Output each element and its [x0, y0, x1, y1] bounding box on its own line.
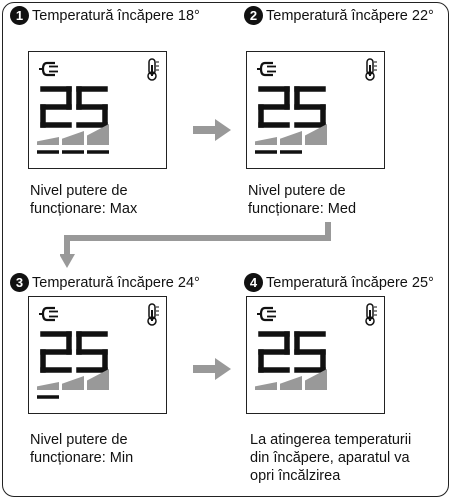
- step-1-number: 1: [10, 6, 29, 25]
- step-4-number: 4: [244, 273, 263, 292]
- power-level-bars: [255, 124, 327, 154]
- step-4-title: 4 Temperatură încăpere 25°: [244, 273, 434, 292]
- lcd-display: [37, 58, 159, 154]
- diagram-frame: [2, 2, 449, 497]
- thermometer-icon: [147, 58, 159, 81]
- power-level-bars: [255, 369, 327, 390]
- step-2-title: 2 Temperatură încăpere 22°: [244, 6, 434, 25]
- lcd-display: [255, 303, 377, 390]
- display-panel-3: [28, 296, 167, 414]
- temperature-digits: [40, 86, 108, 128]
- step-4-caption: La atingerea temperaturii din încăpere, …: [250, 432, 412, 484]
- display-panel-1: [28, 51, 167, 169]
- step-3-title: 3 Temperatură încăpere 24°: [10, 273, 200, 292]
- arrow-right-icon: [193, 358, 231, 380]
- step-1-title: 1 Temperatură încăpere 18°: [10, 6, 200, 25]
- step-1-caption: Nivel putere de funcționare: Max: [30, 183, 138, 217]
- step-3-title-text: Temperatură încăpere 24°: [32, 274, 200, 291]
- step-3-number: 3: [10, 273, 29, 292]
- power-level-bars: [37, 369, 109, 399]
- power-level-bars: [37, 124, 109, 154]
- plug-icon: [39, 61, 58, 77]
- step-2-title-text: Temperatură încăpere 22°: [266, 7, 434, 24]
- step-2-number: 2: [244, 6, 263, 25]
- step-4-title-text: Temperatură încăpere 25°: [266, 274, 434, 291]
- thermometer-icon: [365, 58, 377, 81]
- thermometer-icon: [365, 303, 377, 326]
- step-1-title-text: Temperatură încăpere 18°: [32, 7, 200, 24]
- thermometer-icon: [147, 303, 159, 326]
- temperature-digits: [258, 331, 326, 373]
- temperature-digits: [40, 331, 108, 373]
- connector-arrow-icon: [60, 222, 331, 268]
- arrow-right-icon: [193, 119, 231, 141]
- temperature-digits: [258, 86, 326, 128]
- plug-icon: [257, 306, 276, 322]
- plug-icon: [257, 61, 276, 77]
- plug-icon: [39, 306, 58, 322]
- lcd-display: [37, 303, 159, 399]
- display-panel-2: [246, 51, 385, 169]
- step-3-caption: Nivel putere de funcționare: Min: [30, 432, 134, 466]
- lcd-display: [255, 58, 377, 154]
- step-2-caption: Nivel putere de funcționare: Med: [248, 183, 357, 217]
- display-panel-4: [246, 296, 385, 414]
